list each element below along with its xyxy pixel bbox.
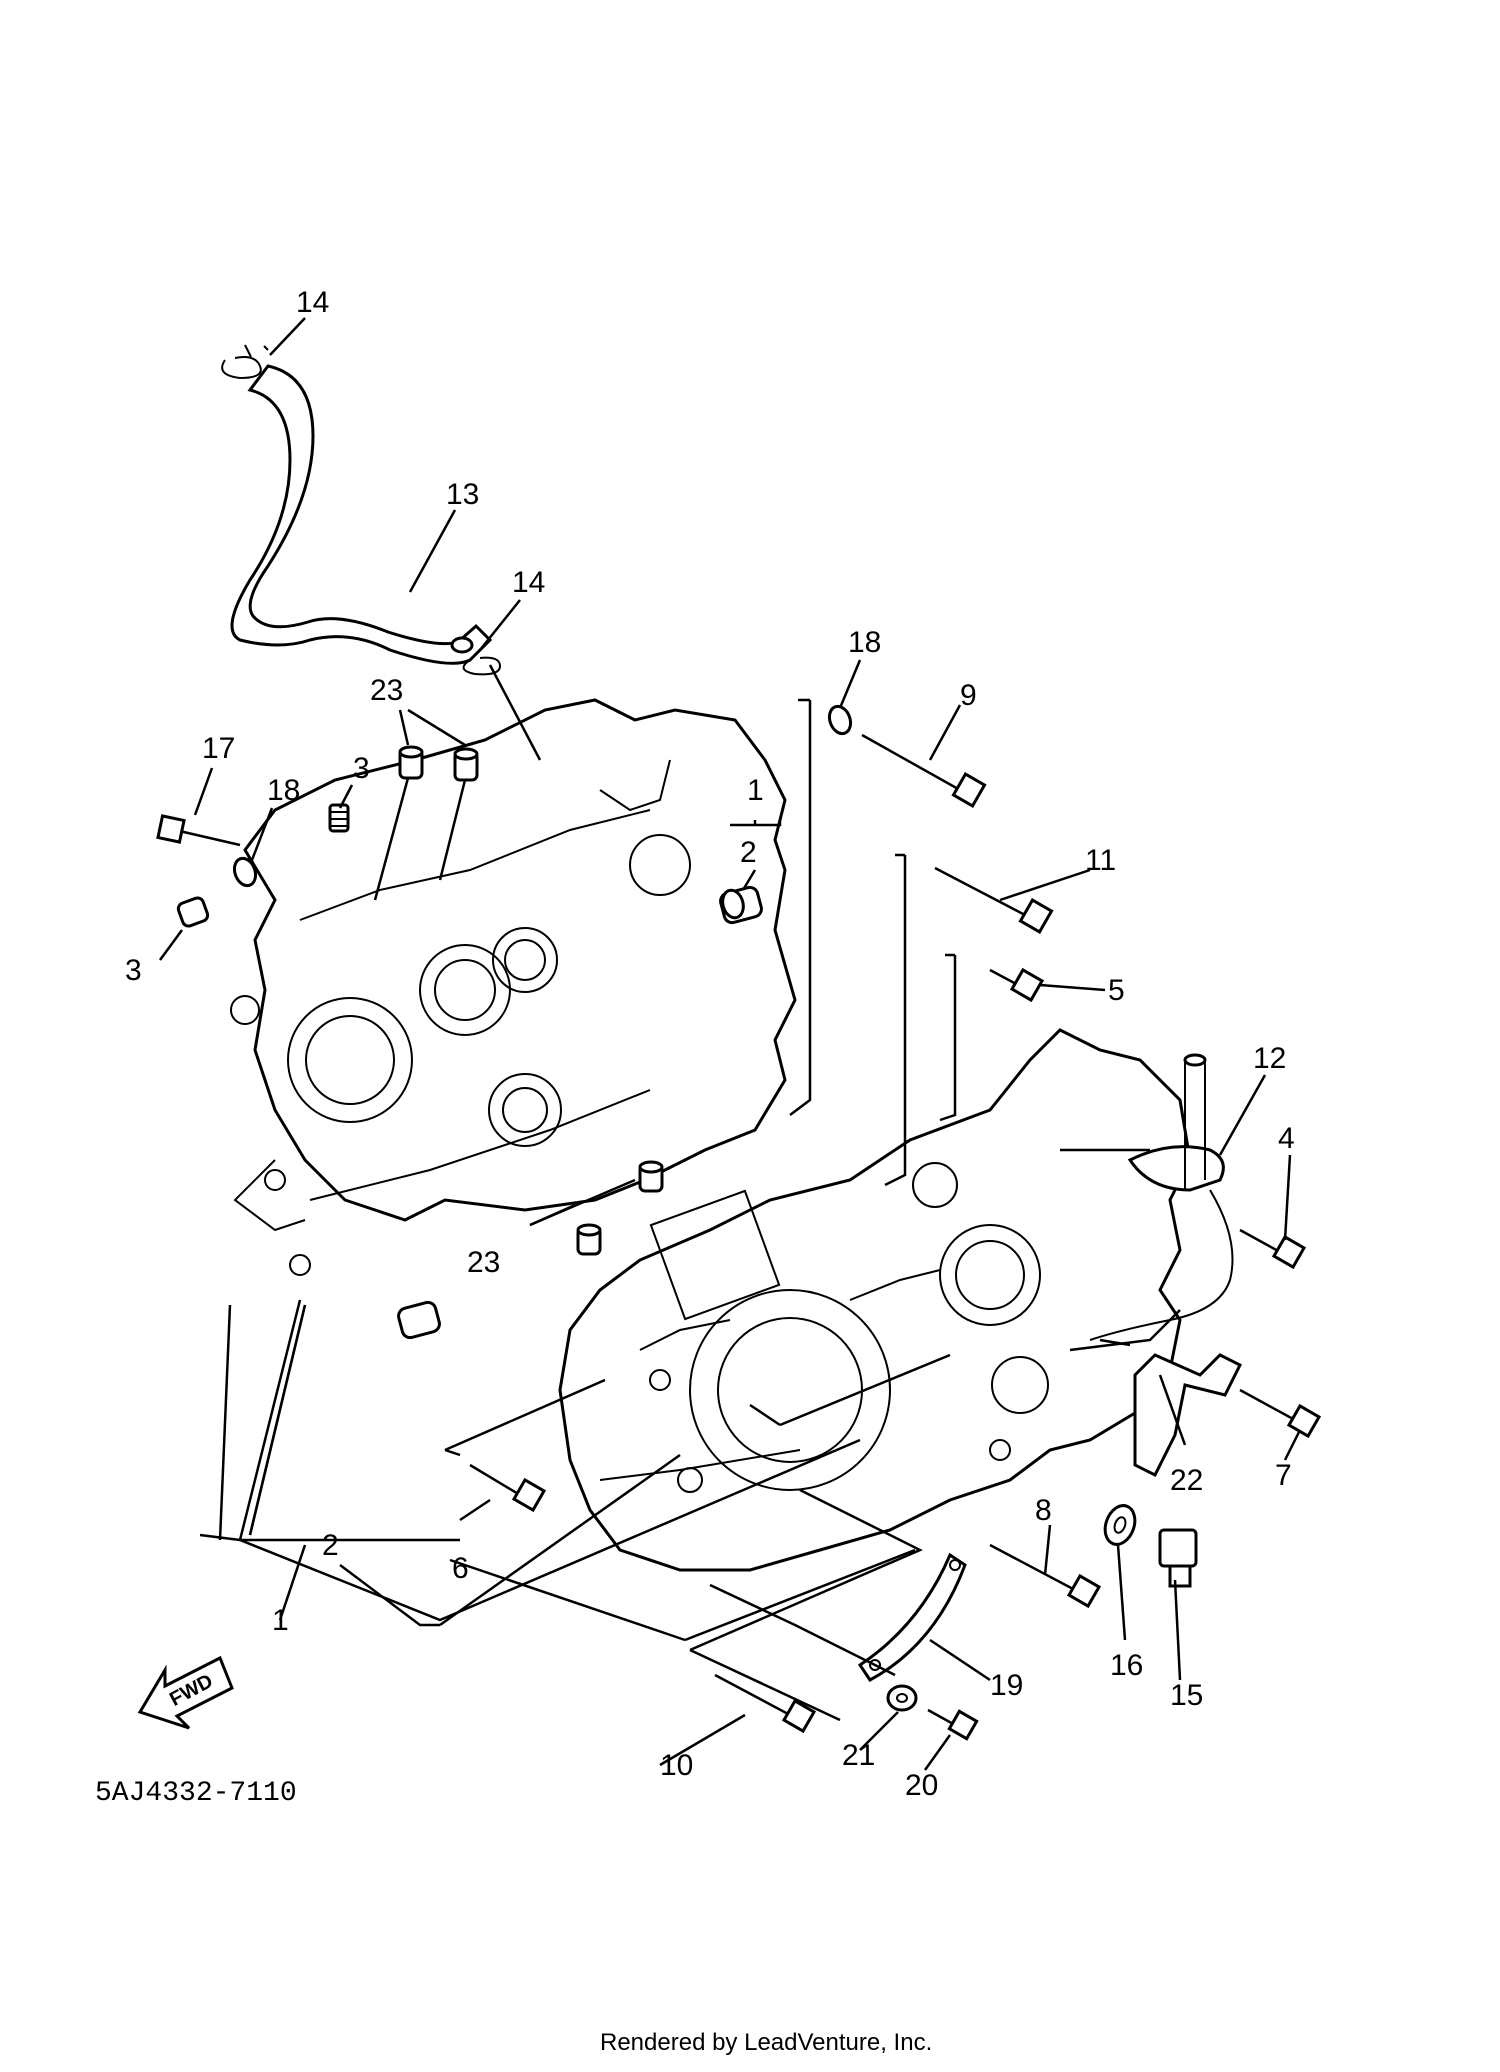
callout-15: 15 [1170,1679,1203,1712]
callout-20: 20 [905,1769,938,1802]
callout-12: 12 [1253,1042,1286,1075]
callout-7: 7 [1275,1459,1292,1492]
washer-18-right [827,704,853,736]
dowel-pin-23-d [576,1223,602,1256]
footer-credit: Rendered by LeadVenture, Inc. [600,2029,932,2056]
callout-19: 19 [990,1669,1023,1702]
hose-guide-12 [1089,1053,1234,1341]
callout-14-mid: 14 [512,566,545,599]
plug-upper [328,803,350,833]
callout-14-top: 14 [296,286,329,319]
diagram-code: 5AJ4332-7110 [95,1778,297,1809]
callout-13: 13 [446,478,479,511]
drain-plug-15 [1158,1528,1198,1588]
callout-9: 9 [960,679,977,712]
washer-18-left [232,856,258,888]
callout-23-top: 23 [370,674,403,707]
leader-lines [158,317,1302,1771]
callout-10: 10 [660,1749,693,1782]
dowel-pin-upper [719,885,763,925]
callout-16: 16 [1110,1649,1143,1682]
dowel-pin-lower [397,1300,441,1340]
callout-18-right: 18 [848,626,881,659]
crankcase-right [558,1028,1192,1572]
callout-1-lower: 1 [272,1604,289,1637]
washer-16 [1103,1504,1137,1546]
callout-3-lower: 3 [125,954,142,987]
callout-6: 6 [452,1552,469,1585]
callout-2-lower: 2 [322,1529,339,1562]
dowel-pin-23-b [453,747,479,782]
bolt-8 [989,1543,1102,1609]
hose-clip-top [221,344,269,380]
callout-11: 11 [1085,844,1116,877]
callout-2-upper: 2 [740,836,757,869]
fwd-arrow-icon: FWD [137,1655,234,1730]
bolt-6 [469,1463,547,1513]
callout-3-upper: 3 [353,752,370,785]
callout-21: 21 [842,1739,875,1772]
dowel-pin-23-c [638,1160,664,1193]
bolt-5 [989,967,1045,1003]
bolt-4 [1239,1228,1307,1270]
callout-18-left: 18 [267,774,300,807]
callout-labels: 14 13 14 23 17 18 3 3 1 2 18 9 11 5 12 4… [125,286,1295,1802]
callout-1-upper: 1 [747,774,764,807]
bolt-20 [927,1708,979,1741]
bolt-10 [714,1673,817,1734]
callout-23-mid: 23 [467,1246,500,1279]
dowel-pin-23-a [398,745,424,780]
callout-22: 22 [1170,1464,1203,1497]
plug-lower [176,896,210,928]
bolt-17 [156,814,241,847]
callout-17: 17 [202,732,235,765]
bolt-9 [861,733,987,808]
washer-21 [886,1684,918,1712]
bolt-7 [1239,1388,1322,1439]
plate-19 [857,1552,967,1682]
bolt-11 [934,866,1054,934]
callout-4: 4 [1278,1122,1295,1155]
callout-5: 5 [1108,974,1125,1007]
callout-8: 8 [1035,1494,1052,1527]
bracket-22 [1133,1353,1243,1478]
crankcase-left [230,698,797,1276]
